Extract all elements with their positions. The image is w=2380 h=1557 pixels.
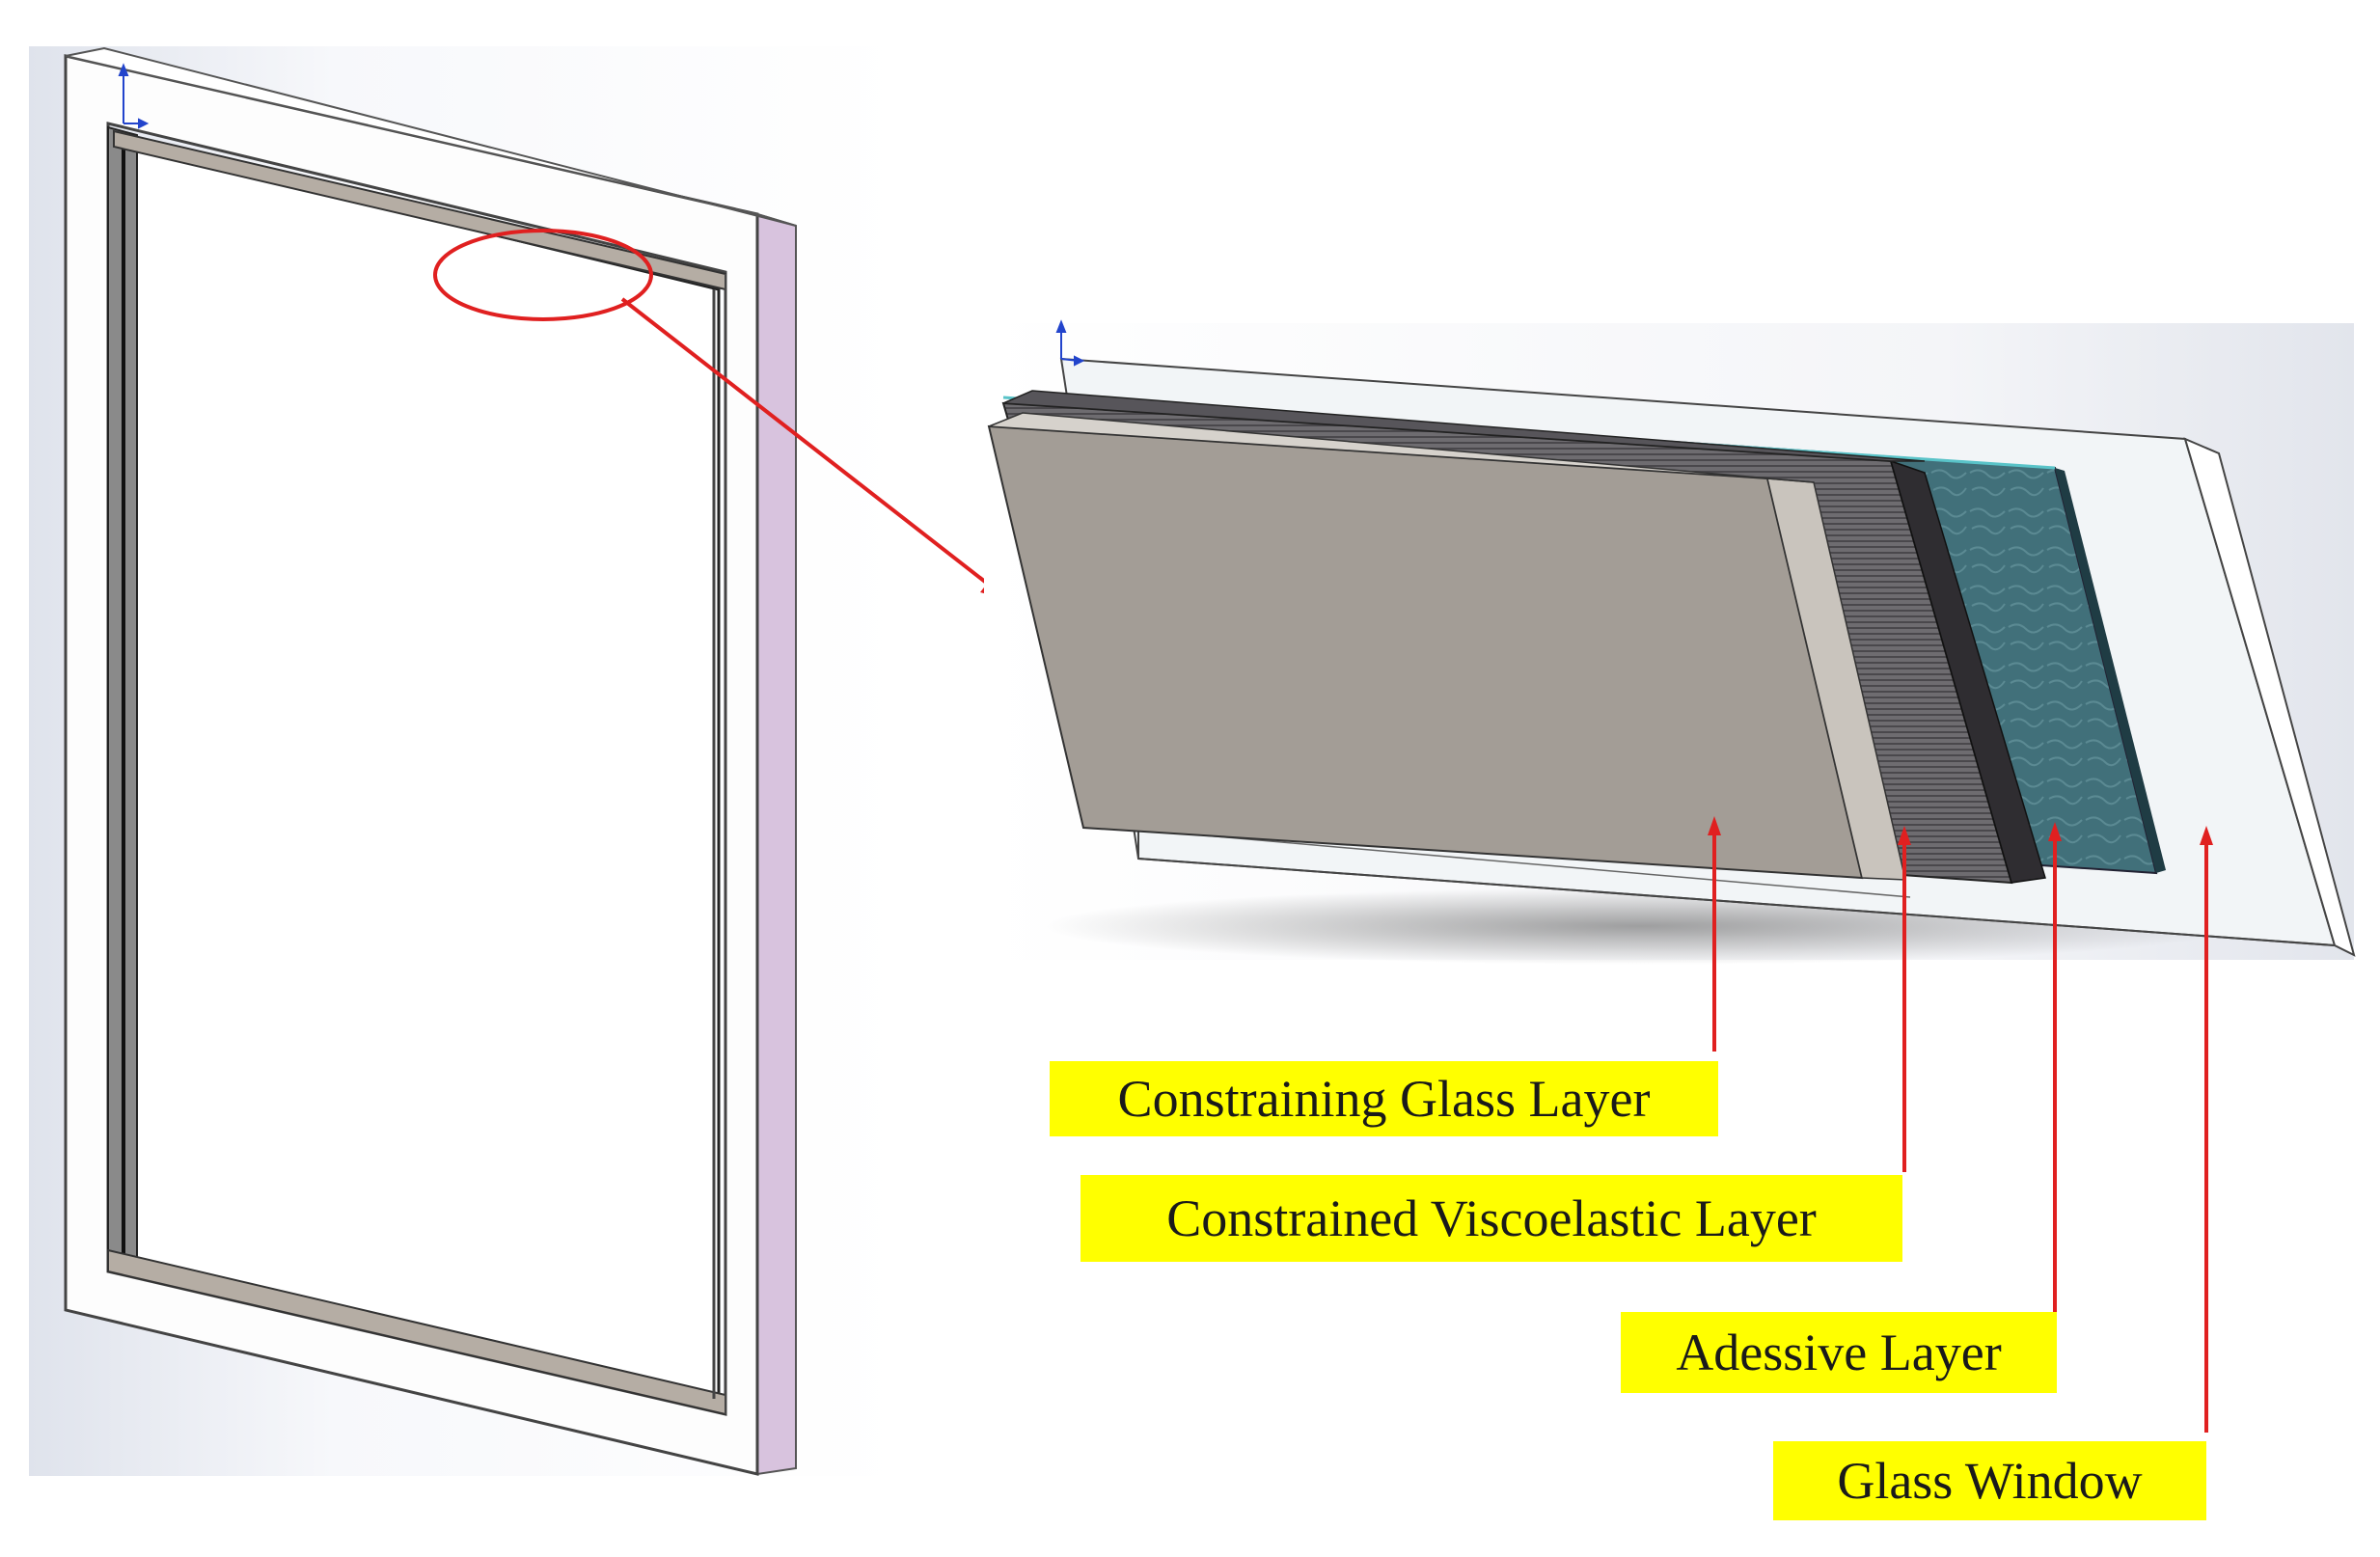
frame-side-face xyxy=(756,212,797,1476)
label-constrained-viscoelastic-layer: Constrained Viscoelastic Layer xyxy=(1081,1175,1902,1262)
constraining-glass-layer xyxy=(987,412,1906,881)
label-constraining-glass-layer: Constraining Glass Layer xyxy=(1050,1061,1718,1136)
glass-pane xyxy=(122,143,721,1401)
zoom-highlight-ellipse xyxy=(433,229,653,321)
callout-arrow-constraining xyxy=(1708,816,1721,1052)
window-frame-assembly xyxy=(64,46,797,1476)
frame-top-edge xyxy=(65,46,797,227)
axis-triad-icon xyxy=(1055,319,1085,367)
callout-arrow-glass-window xyxy=(2200,826,2213,1433)
axis-triad-icon xyxy=(118,63,150,129)
label-glass-window: Glass Window xyxy=(1773,1441,2206,1520)
label-adhesive-layer: Adessive Layer xyxy=(1621,1312,2057,1393)
callout-arrow-adhesive xyxy=(2048,822,2062,1312)
callout-arrow-viscoelastic xyxy=(1898,826,1911,1172)
